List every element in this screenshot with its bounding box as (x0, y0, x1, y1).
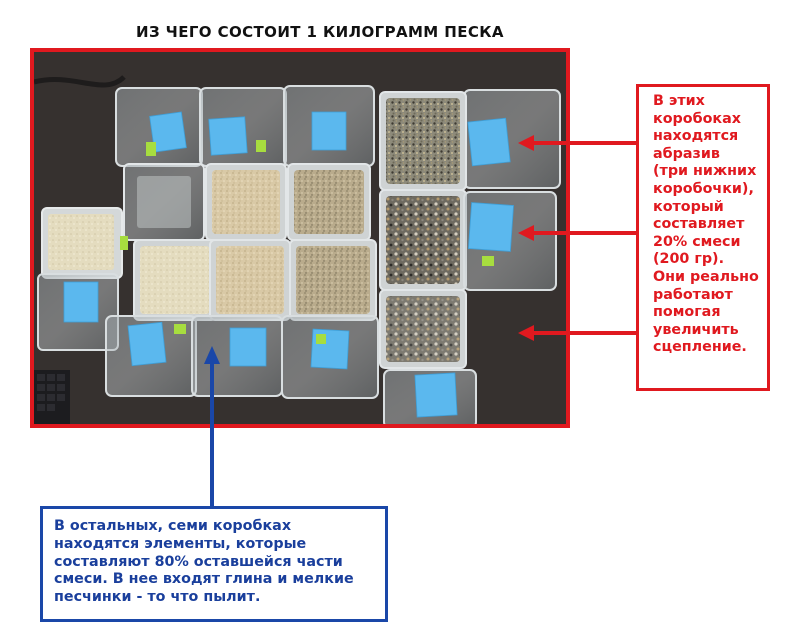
sand-boxes-photo (30, 48, 570, 428)
remaining-boxes-callout: В остальных, семи коробках находятся эле… (40, 506, 388, 622)
abrasive-callout: В этих коробоках находятся абразив (три … (636, 84, 770, 391)
infographic-title: ИЗ ЧЕГО СОСТОИТ 1 КИЛОГРАММ ПЕСКА (136, 23, 504, 41)
